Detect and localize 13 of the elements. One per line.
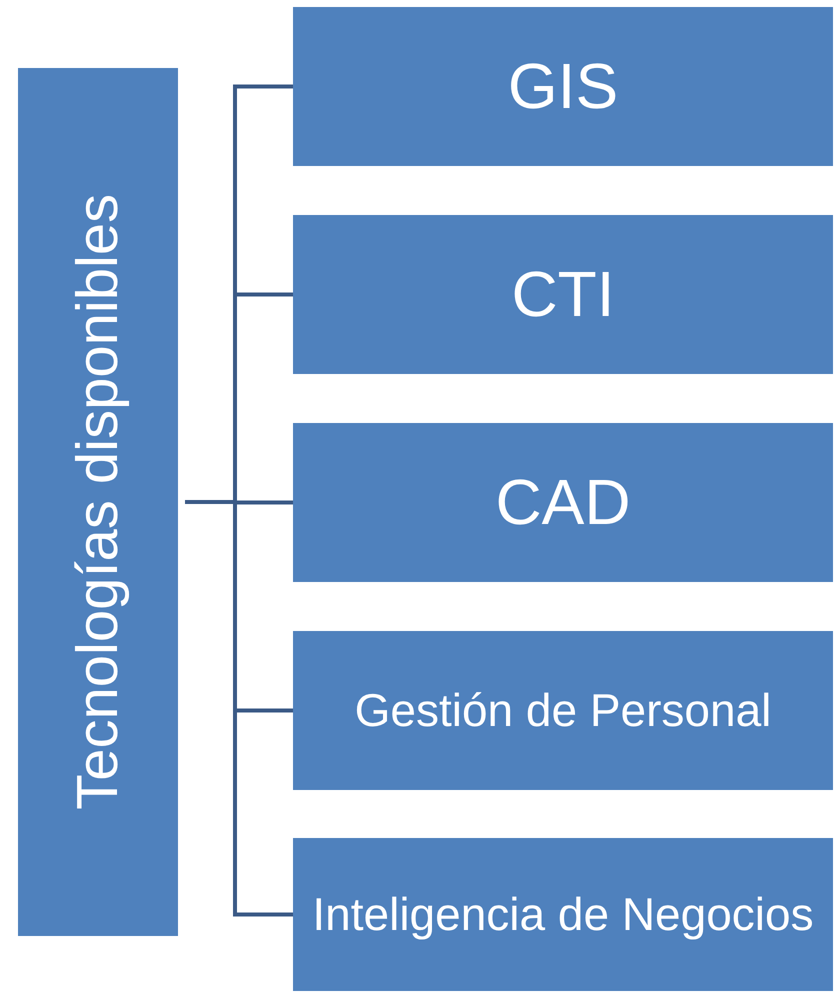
box-label: CAD <box>494 465 632 540</box>
box-label: CTI <box>510 257 616 332</box>
box-label: Tecnologías disponibles <box>64 194 132 810</box>
connector-line <box>185 500 293 916</box>
category-box <box>293 423 833 582</box>
box-label: Gestión de Personal <box>354 682 772 738</box>
category-box <box>293 215 833 374</box>
box-label: GIS <box>506 49 620 124</box>
category-box <box>18 68 178 936</box>
box-label: Inteligencia de Negocios <box>311 886 815 942</box>
category-box <box>293 838 833 991</box>
category-box <box>293 7 833 166</box>
category-box <box>293 631 833 790</box>
